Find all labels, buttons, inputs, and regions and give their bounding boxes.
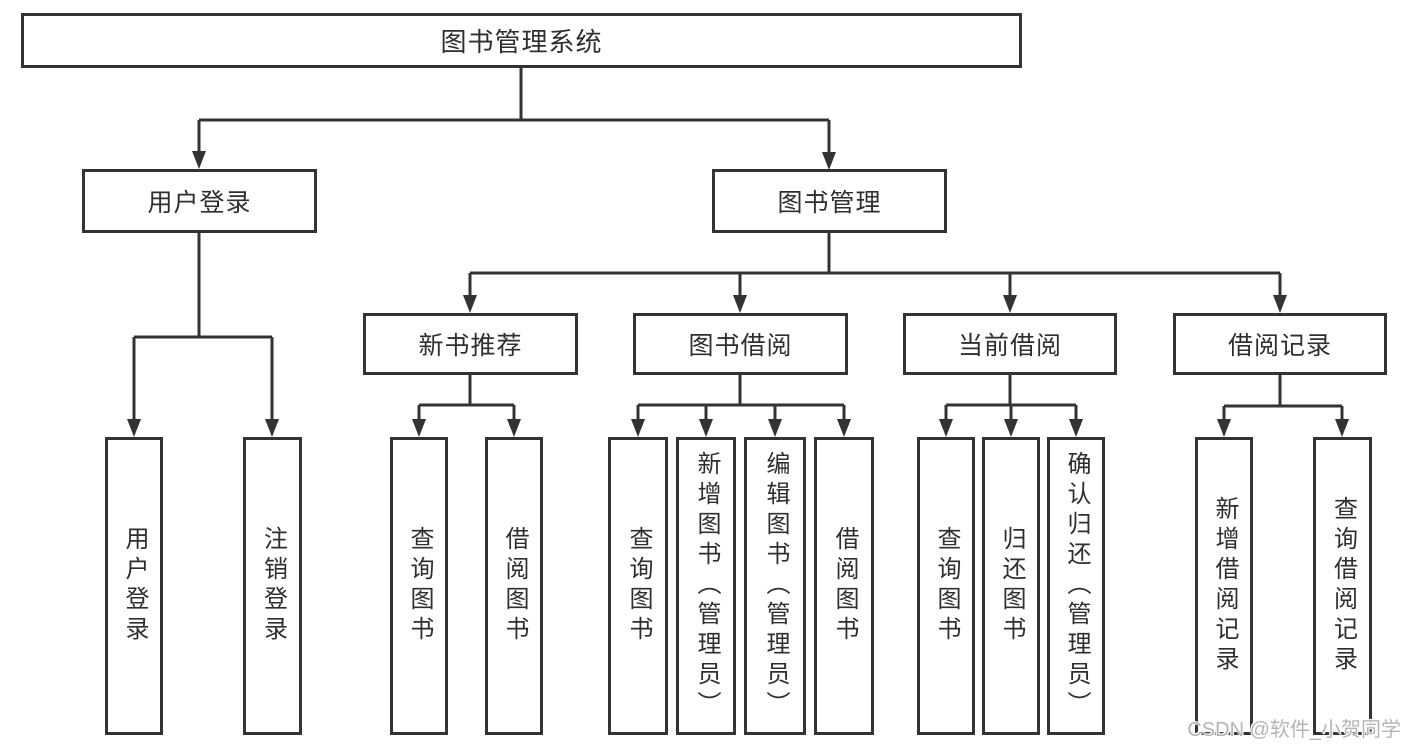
leaf-borrow-query-book: 查询图书 (608, 437, 668, 735)
leaf-borrow-edit-book-admin-label: 编辑图书（管理员） (762, 451, 789, 721)
leaf-current-return-book: 归还图书 (982, 437, 1040, 735)
leaf-records-query-record-label: 查询借阅记录 (1329, 496, 1357, 676)
connector-book-management (468, 233, 1282, 297)
leaf-user-login: 用户登录 (105, 437, 163, 735)
leaf-user-login-label: 用户登录 (121, 526, 148, 646)
node-root-label: 图书管理系统 (440, 27, 603, 57)
node-new-book-recommend: 新书推荐 (363, 313, 578, 375)
leaf-current-return-book-label: 归还图书 (998, 526, 1025, 646)
node-root: 图书管理系统 (21, 13, 1022, 68)
leaf-borrow-edit-book-admin: 编辑图书（管理员） (744, 437, 806, 735)
node-book-borrow-label: 图书借阅 (688, 332, 793, 360)
leaf-newrec-borrow-book: 借阅图书 (485, 437, 543, 735)
node-book-borrow: 图书借阅 (633, 313, 848, 375)
connector-root (197, 68, 831, 154)
leaf-records-add-record-label: 新增借阅记录 (1211, 496, 1238, 676)
leaf-current-query-book: 查询图书 (917, 437, 975, 735)
leaf-newrec-query-book-label: 查询图书 (406, 526, 433, 646)
connector-book-borrow (636, 375, 846, 421)
node-user-login: 用户登录 (82, 169, 317, 233)
leaf-borrow-borrow-book: 借阅图书 (814, 437, 874, 735)
node-current-borrow-label: 当前借阅 (957, 332, 1062, 360)
connector-new-book-recommend (417, 375, 516, 421)
leaf-logout: 注销登录 (243, 437, 302, 735)
arrowheads (127, 151, 1349, 437)
leaf-current-confirm-return-admin-label: 确认归还（管理员） (1063, 451, 1090, 721)
leaf-records-add-record: 新增借阅记录 (1195, 437, 1253, 735)
connector-current-borrow (944, 375, 1078, 421)
leaf-newrec-borrow-book-label: 借阅图书 (501, 526, 528, 646)
node-current-borrow: 当前借阅 (903, 313, 1117, 375)
leaf-current-confirm-return-admin: 确认归还（管理员） (1047, 437, 1105, 735)
node-borrow-records-label: 借阅记录 (1227, 332, 1332, 360)
leaf-logout-label: 注销登录 (259, 526, 287, 646)
leaf-borrow-borrow-book-label: 借阅图书 (831, 526, 858, 646)
leaf-newrec-query-book: 查询图书 (390, 437, 448, 735)
leaf-borrow-add-book-admin: 新增图书（管理员） (676, 437, 736, 735)
node-book-management-label: 图书管理 (777, 189, 882, 217)
connector-user-login (132, 233, 274, 421)
connector-borrow-records (1222, 375, 1344, 421)
node-book-management: 图书管理 (712, 169, 947, 233)
node-new-book-recommend-label: 新书推荐 (418, 332, 523, 360)
leaf-borrow-add-book-admin-label: 新增图书（管理员） (693, 451, 720, 721)
leaf-records-query-record: 查询借阅记录 (1313, 437, 1372, 735)
watermark: CSDN @软件_小贺同学 (1187, 719, 1401, 741)
node-user-login-label: 用户登录 (147, 189, 252, 217)
leaf-borrow-query-book-label: 查询图书 (625, 526, 652, 646)
node-borrow-records: 借阅记录 (1173, 313, 1387, 375)
leaf-current-query-book-label: 查询图书 (933, 526, 960, 646)
